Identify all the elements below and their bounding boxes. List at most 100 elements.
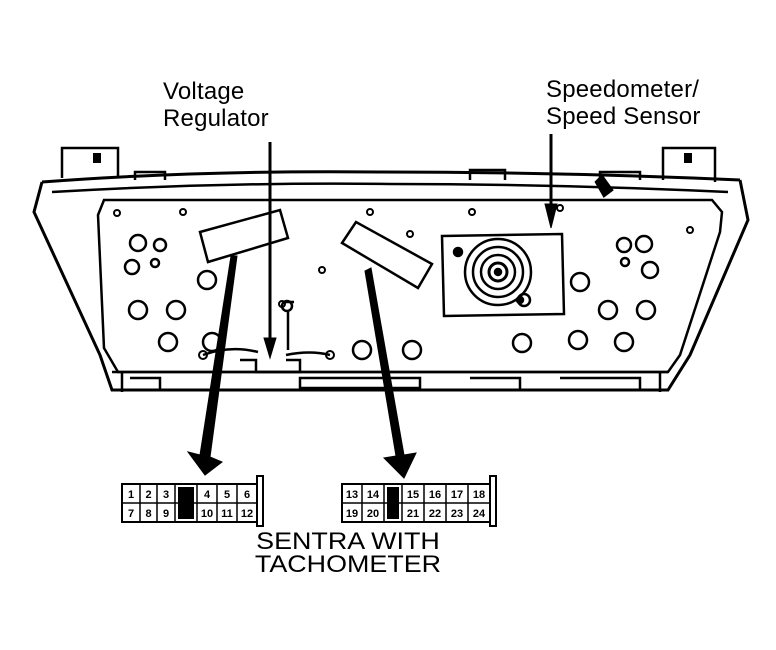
socket — [196, 269, 218, 291]
screw-holes — [113, 204, 694, 360]
connector-pin-label: 18 — [473, 489, 485, 501]
regulator-body — [240, 358, 302, 374]
speedometer-hub — [487, 261, 509, 283]
mounting-tab-right-slot — [684, 153, 692, 163]
connector-pin-label: 9 — [163, 508, 169, 520]
screw-hole — [406, 230, 414, 238]
screw-hole — [556, 204, 564, 212]
connector-pin-label: 12 — [241, 508, 253, 520]
connector-pin-label: 8 — [145, 508, 151, 520]
socket — [640, 260, 660, 280]
screw-hole — [318, 266, 326, 274]
connector-pin-label: 22 — [429, 508, 441, 520]
socket — [157, 331, 179, 353]
screw-hole — [686, 226, 694, 234]
socket — [165, 299, 187, 321]
connector-pin-label: 7 — [128, 508, 134, 520]
socket — [351, 339, 373, 361]
right-connector-arrow — [364, 267, 417, 479]
socket — [635, 299, 657, 321]
socket — [123, 258, 141, 276]
mounting-tab-right — [661, 146, 717, 182]
socket — [613, 331, 635, 353]
socket — [634, 234, 654, 254]
regulator-lead — [202, 347, 331, 357]
connector-pin-label: 10 — [201, 508, 213, 520]
connector-pin-label: 13 — [346, 489, 358, 501]
socket — [127, 299, 149, 321]
connector-pin-label: 5 — [224, 489, 230, 501]
speedometer-stud — [452, 246, 464, 258]
screw-hole — [198, 350, 208, 360]
voltage-regulator-label-line1: Voltage — [163, 78, 245, 105]
speedometer-center — [493, 267, 503, 277]
connector-pin-label: 16 — [429, 489, 441, 501]
cluster-top-rim — [41, 170, 741, 184]
callout-arrows — [186, 134, 558, 479]
connector-pin-label: 24 — [473, 508, 486, 520]
voltage-regulator-wiring — [202, 299, 331, 374]
mounting-tab-left-slot — [93, 153, 101, 163]
connector-pin-label: 15 — [407, 489, 419, 501]
connector-pin-label: 19 — [346, 508, 358, 520]
left-circuit-plate — [198, 208, 290, 264]
connector-pin-label: 20 — [367, 508, 379, 520]
cluster-top-rim-inner — [51, 182, 729, 194]
connector-pin-label: 23 — [451, 508, 463, 520]
socket — [401, 339, 423, 361]
socket — [511, 332, 533, 354]
speedometer-mount-plate — [440, 232, 566, 318]
speed-sensor-arrow-head — [544, 203, 558, 229]
screw-hole — [113, 209, 121, 217]
screw-hole — [468, 208, 476, 216]
caption-line1: SENTRA WITH — [256, 528, 440, 555]
connector-pin-label: 4 — [204, 489, 211, 501]
cluster-bottom-lugs — [130, 376, 642, 390]
speedometer-ring-inner — [479, 253, 517, 291]
speed-sensor-label-line1: Speedometer/ — [546, 76, 700, 103]
connector-pin-label: 14 — [367, 489, 380, 501]
regulator-post-head — [280, 299, 294, 313]
socket — [567, 329, 589, 351]
cluster-bottom-band — [112, 370, 668, 392]
speed-sensor-label-line2: Speed Sensor — [546, 103, 701, 130]
cluster-right-sunshield — [594, 174, 614, 198]
cluster-back-plate — [96, 198, 724, 374]
connector-pin-label: 21 — [407, 508, 419, 520]
mounting-tab-left — [60, 146, 120, 178]
speed-sensor-label: Speedometer/ Speed Sensor — [546, 76, 701, 130]
speedometer-assembly — [440, 232, 566, 318]
socket — [597, 299, 619, 321]
speedometer-ring-outer — [463, 237, 533, 307]
voltage-regulator-label-line2: Regulator — [163, 105, 269, 132]
speedometer-ring-mid — [471, 245, 525, 299]
left-connector-arrow — [186, 255, 238, 476]
connector-pin-label: 1 — [128, 489, 134, 501]
diagram-caption: SENTRA WITH TACHOMETER — [236, 528, 460, 578]
speedometer-stud — [515, 295, 525, 305]
voltage-regulator-label: Voltage Regulator — [163, 78, 269, 132]
connector-latch — [256, 475, 264, 527]
voltage-regulator-arrow-head — [263, 337, 277, 360]
caption-line2: TACHOMETER — [254, 551, 442, 578]
cluster-housing — [32, 146, 750, 392]
socket — [615, 236, 633, 254]
connector-pin-label: 3 — [163, 489, 169, 501]
screw-hole — [366, 208, 374, 216]
circuit-labels — [198, 208, 434, 290]
cluster-outer-body — [32, 179, 750, 392]
socket — [149, 257, 161, 269]
center-circuit-plate — [340, 220, 434, 290]
socket — [152, 237, 168, 253]
socket — [619, 256, 631, 268]
connector-pin-label: 11 — [221, 508, 233, 520]
screw-hole — [179, 208, 187, 216]
socket — [569, 271, 591, 293]
cluster-tabs-top — [133, 168, 642, 180]
connector-pin-label: 2 — [145, 489, 151, 501]
connector-key-block — [387, 487, 399, 519]
connector-key-block — [178, 487, 194, 519]
